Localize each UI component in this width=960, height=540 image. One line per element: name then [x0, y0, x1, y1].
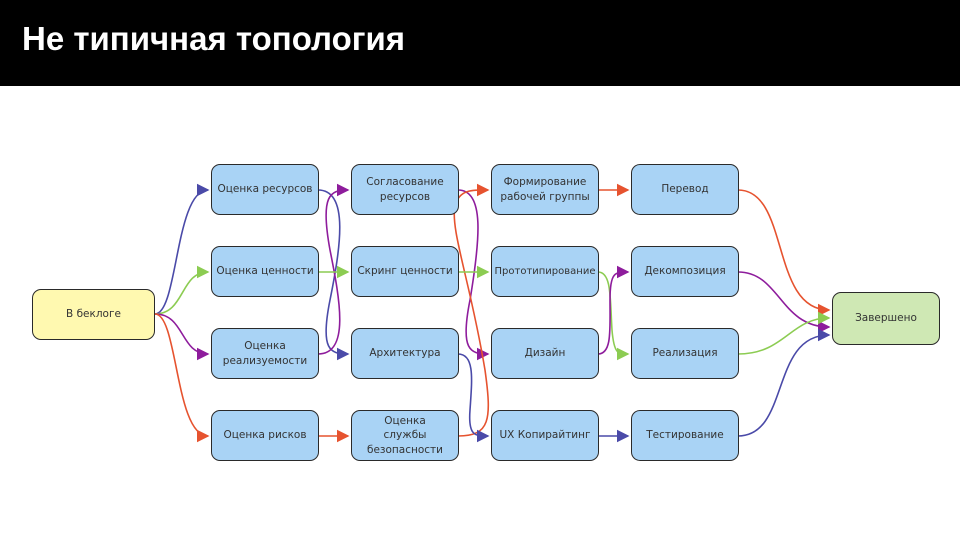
node-value-screening[interactable]: Скринг ценности — [351, 246, 459, 297]
slide-title: Не типичная топология — [22, 20, 406, 57]
edge-decomposition-done — [737, 271, 831, 334]
title-bar: Не типичная топология — [0, 0, 960, 86]
node-resource-agreement[interactable]: Согласование ресурсов — [351, 164, 459, 215]
edge-security-team — [453, 183, 490, 437]
edge-start-value — [154, 265, 210, 315]
edge-realization-done — [737, 311, 831, 355]
edge-resources-architecture — [317, 189, 350, 361]
node-value-estimate[interactable]: Оценка ценности — [211, 246, 319, 297]
node-done[interactable]: Завершено — [832, 292, 940, 345]
node-prototyping[interactable]: Прототипирование — [491, 246, 599, 297]
node-team-formation[interactable]: Формирование рабочей группы — [491, 164, 599, 215]
node-resource-estimate[interactable]: Оценка ресурсов — [211, 164, 319, 215]
node-translation[interactable]: Перевод — [631, 164, 739, 215]
edge-start-risks — [154, 313, 210, 443]
node-realization[interactable]: Реализация — [631, 328, 739, 379]
node-ux-copywriting[interactable]: UX Копирайтинг — [491, 410, 599, 461]
edge-start-resources — [154, 183, 210, 315]
edge-design-decomposition — [597, 265, 630, 355]
edge-agreement-design — [457, 189, 490, 361]
edge-translation-done — [737, 189, 831, 317]
node-security-review[interactable]: Оценка службы безопасности — [351, 410, 459, 461]
node-decomposition[interactable]: Декомпозиция — [631, 246, 739, 297]
node-feasibility-estimate[interactable]: Оценка реализуемости — [211, 328, 319, 379]
edge-prototyping-realization — [597, 271, 630, 361]
edge-testing-done — [737, 328, 831, 437]
edge-start-feasibility — [154, 313, 210, 361]
node-backlog[interactable]: В беклоге — [32, 289, 155, 340]
node-risk-estimate[interactable]: Оценка рисков — [211, 410, 319, 461]
edge-feasibility-agreement — [317, 183, 350, 355]
node-design[interactable]: Дизайн — [491, 328, 599, 379]
node-testing[interactable]: Тестирование — [631, 410, 739, 461]
edge-architecture-ux — [457, 353, 490, 443]
node-architecture[interactable]: Архитектура — [351, 328, 459, 379]
